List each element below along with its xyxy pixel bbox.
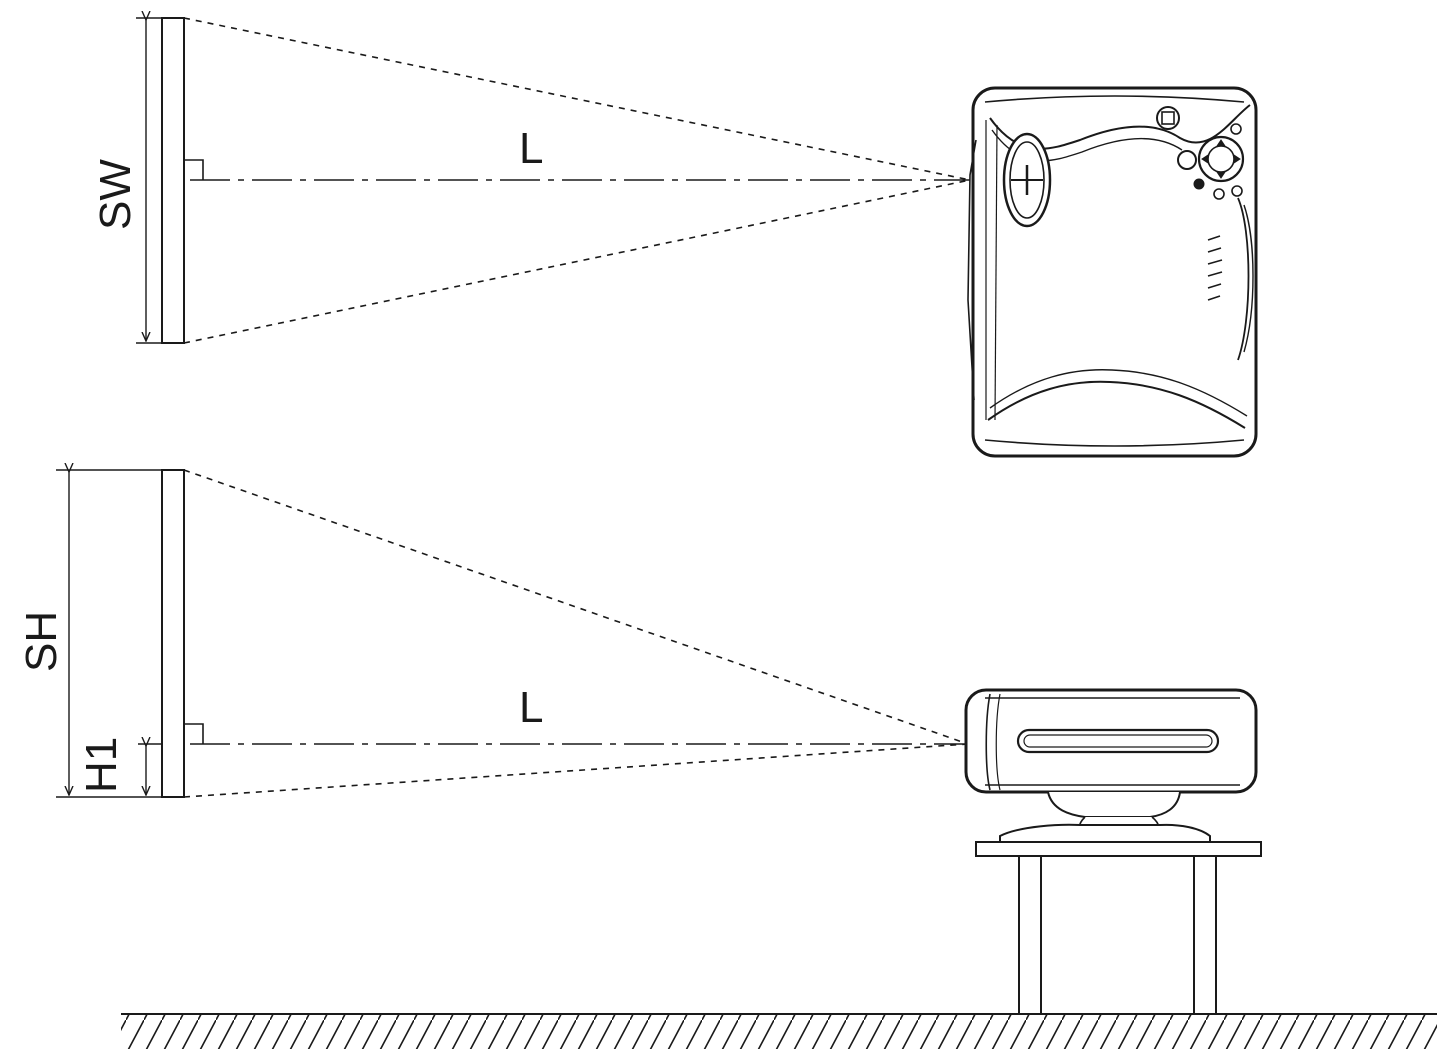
projection-ray-upper (183, 17, 971, 181)
projection-ray-upper-side (183, 469, 969, 745)
screen-top-view (161, 17, 185, 344)
distance-label-side: L (519, 683, 543, 732)
projector-top-view-icon (967, 86, 1258, 458)
distance-label-top: L (519, 124, 543, 173)
screen-side-view (161, 469, 185, 798)
sh-label: SH (17, 611, 66, 672)
projector-side-view-icon (964, 688, 1258, 843)
floor (121, 1013, 1437, 1049)
projection-ray-lower (183, 179, 971, 344)
top-view: SW L (91, 17, 1258, 458)
projection-ray-lower-side (183, 743, 969, 798)
floor-hatching (121, 1015, 1437, 1049)
sw-label: SW (91, 159, 140, 230)
side-view: SH H1 L (17, 469, 1262, 1015)
table-icon (975, 841, 1262, 1015)
h1-label: H1 (77, 737, 126, 793)
